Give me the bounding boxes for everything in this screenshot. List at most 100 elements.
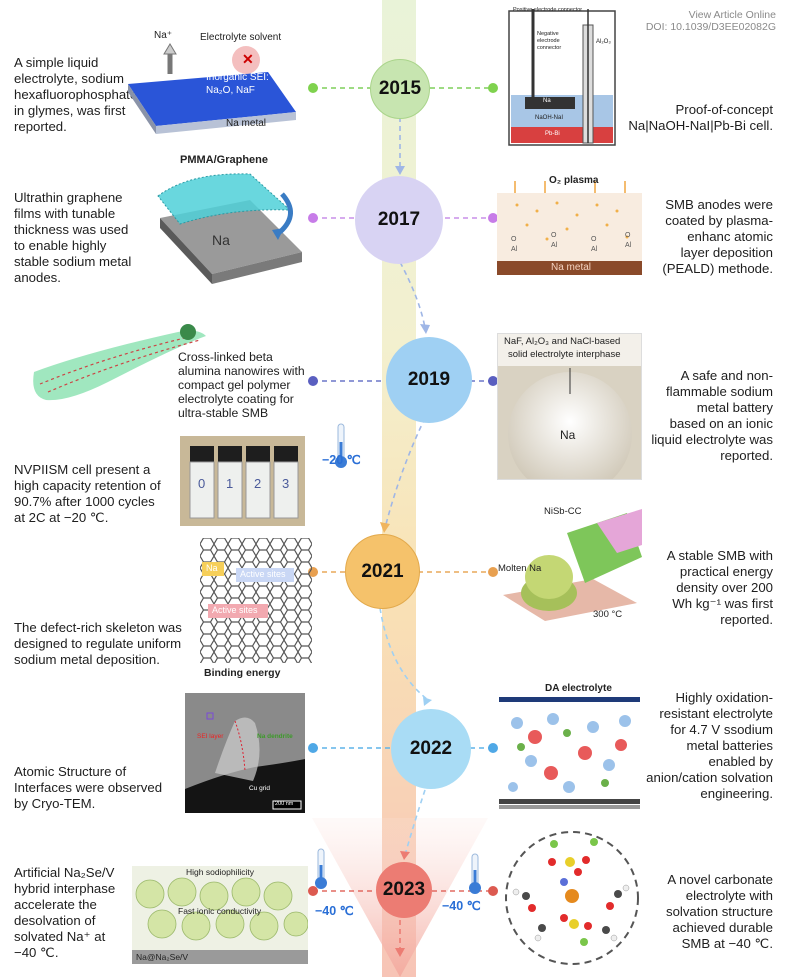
event-2017-left-text-line: thickness was used <box>14 222 129 237</box>
thermometer-icon-2020 <box>335 423 347 468</box>
event-2020-left-text-line: 90.7% after 1000 cycles <box>14 494 155 509</box>
vial-label-2: 2 <box>254 476 262 491</box>
event-2023-right-text-line: SMB at −40 ℃. <box>681 936 773 951</box>
event-2021-right-text-line: A stable SMB with <box>666 548 773 563</box>
fig-2015b-al2o3-label: Al₂O₃ <box>596 39 611 45</box>
fig-2021b-molten-label: Molten Na <box>498 563 542 574</box>
row-2023-connectors <box>308 886 498 896</box>
fig-2022a-cu-label: Cu grid <box>249 785 270 792</box>
event-2023-right-text-line: solvation structure <box>665 904 773 919</box>
fig-2015a-metal-label: Na metal <box>226 118 267 129</box>
event-2023-left-text-line: −40 ℃. <box>14 945 59 960</box>
event-2015-left-text-line: reported. <box>14 119 67 134</box>
event-2017-left-text-line: anodes. <box>14 270 61 285</box>
event-2021-right-text-line: reported. <box>720 612 773 627</box>
event-2022-right-text-line: anion/cation solvation <box>646 770 773 785</box>
event-2021-right-text-line: density over 200 <box>676 580 773 595</box>
event-2022-right-text-line: engineering. <box>700 786 773 801</box>
event-2020-left-text-line: high capacity retention of <box>14 478 161 493</box>
svg-text:O: O <box>591 236 597 243</box>
event-2021-left-text-line: designed to regulate uniform <box>14 636 182 651</box>
fig-2021b-temp-label: 300 °C <box>593 609 623 620</box>
fig-2015a-sei-label: Inorganic SEI: <box>206 72 269 83</box>
event-2021-left-text-line: sodium metal deposition. <box>14 652 160 667</box>
fig-2019b-caption-1: NaF, Al₂O₃ and NaCl-based <box>504 336 621 347</box>
thermometer-icon-2023-left <box>315 848 327 889</box>
svg-text:O: O <box>551 232 557 239</box>
event-2019-left-text-line: Cross-linked beta <box>178 350 273 364</box>
fig-2022a-dendrite-label: Na dendrite <box>257 733 293 740</box>
event-2022-right-text-line: resistant electrolyte <box>659 706 773 721</box>
svg-text:O: O <box>511 236 517 243</box>
figure-2017-graphene: PMMA/Graphene Na <box>150 152 308 302</box>
event-2015-right-text-line: Na|NaOH-NaI|Pb-Bi cell. <box>628 118 773 133</box>
event-2019-left-text-line: ultra-stable SMB <box>178 406 269 420</box>
year-2015-circle: 2015 <box>370 59 430 119</box>
figure-2015-cell: Positive electrode connector Negative el… <box>505 5 620 150</box>
event-2015-left-text-line: A simple liquid <box>14 55 99 70</box>
figure-2022-electrolyte: DA electrolyte <box>497 683 642 818</box>
fig-2021a-na-label: Na <box>206 563 218 573</box>
doi-text: DOI: 10.1039/D3EE02082G <box>645 21 776 33</box>
fig-2017b-plasma-label: O₂ plasma <box>549 175 599 186</box>
fig-2019b-na-label: Na <box>560 428 576 442</box>
connector-2017-2019 <box>399 261 426 329</box>
fig-2015a-na-label: Na⁺ <box>154 30 173 41</box>
fig-2023a-bottom-label: Na@Na₂Se/V <box>136 952 189 962</box>
event-2019-right-text-line: flammable sodium <box>665 384 773 399</box>
event-2017-right-text-line: layer deposition <box>680 245 773 260</box>
event-2022-left-text-line: Atomic Structure of <box>14 764 127 779</box>
event-2017-left-text-line: Ultrathin graphene <box>14 190 123 205</box>
figure-2019-photo: NaF, Al₂O₃ and NaCl-based solid electrol… <box>497 333 642 480</box>
event-2015-right-text-line: Proof-of-concept <box>675 102 774 117</box>
event-2019-left-text-line: alumina nanowires with <box>178 364 305 378</box>
thermometer-icon-2023-right <box>469 853 481 894</box>
figure-2022-tem: SEI layer Na dendrite Cu grid 200 nm <box>185 693 305 813</box>
fig-2022a-scale-label: 200 nm <box>275 801 294 807</box>
event-2021-right-text-line: Wh kg⁻¹ was first <box>672 596 773 611</box>
fig-2023a-top-label: High sodiophilicity <box>186 867 255 877</box>
article-header: View Article Online DOI: 10.1039/D3EE020… <box>646 9 776 33</box>
fig-2023a-mid-label: Fast ionic conductivity <box>178 906 262 916</box>
view-article-online-link[interactable]: View Article Online <box>688 9 776 21</box>
year-2019-circle: 2019 <box>386 337 472 423</box>
fig-2019b-caption-2: solid electrolyte interphase <box>508 349 621 360</box>
svg-text:O: O <box>625 232 631 239</box>
fig-2021a-sites-label-1: Active sites <box>240 569 286 579</box>
figure-2021-skeleton: Na Active sites Active sites Binding ene… <box>200 538 312 683</box>
fig-2015b-positive-label: Positive electrode connector <box>513 7 583 13</box>
event-2021-left-text-line: The defect-rich skeleton was <box>14 620 182 635</box>
event-2019-left-text-line: electrolyte coating for <box>178 392 294 406</box>
year-2021-circle: 2021 <box>345 534 420 609</box>
temperature-label-2023-right: −40 ℃ <box>442 899 481 913</box>
fig-2015b-pbbi-label: Pb-Bi <box>545 131 560 137</box>
year-2023-circle: 2023 <box>376 862 432 918</box>
svg-text:Al: Al <box>551 242 558 249</box>
fig-2021b-nisb-label: NiSb-CC <box>544 506 582 517</box>
fig-2015a-solvent-label: Electrolyte solvent <box>200 32 282 43</box>
event-2023-left-text-line: hybrid interphase <box>14 881 116 896</box>
fig-2022b-title: DA electrolyte <box>545 683 612 694</box>
event-2019-right-text-line: metal battery <box>696 400 773 415</box>
event-2019-right-text-line: A safe and non- <box>680 368 773 383</box>
event-2023-left-text-line: Artificial Na₂Se/V <box>14 865 115 880</box>
fig-2015b-naoh-label: NaOH-NaI <box>535 115 564 121</box>
event-2017-right-text-line: enhanc atomic <box>687 229 773 244</box>
fig-2017a-na-label: Na <box>212 232 230 248</box>
fig-2022a-sei-label: SEI layer <box>197 733 224 740</box>
timeline-spine <box>382 0 416 977</box>
vial-label-0: 0 <box>198 476 206 491</box>
event-2022-left-text-line: by Cryo-TEM. <box>14 796 96 811</box>
event-2023-right-text-line: electrolyte with <box>685 888 773 903</box>
